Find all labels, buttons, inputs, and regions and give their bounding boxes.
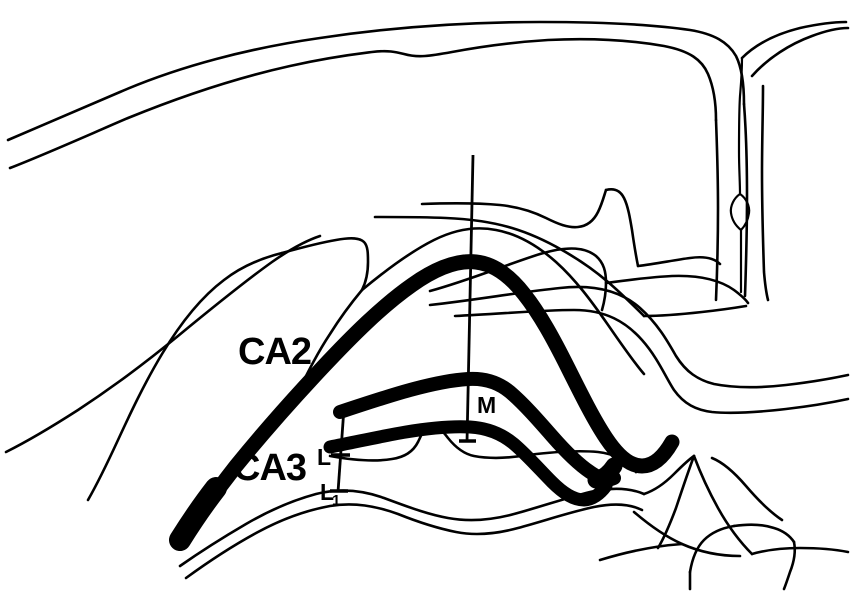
hilus-contours bbox=[328, 422, 656, 474]
alveus-band-top-right2 bbox=[636, 255, 722, 268]
ventral-contours bbox=[178, 454, 850, 591]
midline-lens-right bbox=[738, 192, 751, 232]
lower-sweep bbox=[598, 542, 684, 562]
branch-far-right bbox=[750, 546, 850, 556]
bottom-structure-left bbox=[688, 524, 736, 574]
l-bracket-vertical bbox=[336, 407, 346, 493]
ca-pyramidal-band bbox=[174, 254, 680, 550]
cc-right-descend-outer bbox=[742, 102, 749, 298]
branch-right-upper bbox=[710, 456, 784, 522]
label-ca2: CA2 bbox=[238, 331, 311, 373]
midline-complex bbox=[729, 20, 850, 302]
hippocampal-superior-contours bbox=[86, 187, 748, 502]
midline-right-col-inner bbox=[760, 84, 770, 302]
hilus-outline-right bbox=[426, 422, 530, 460]
dg-hilar-tip bbox=[587, 457, 623, 489]
alveus-band-top bbox=[420, 188, 608, 229]
m-axis-line bbox=[465, 154, 475, 443]
text-labels: CA2 CA3 L L 1 M bbox=[233, 331, 496, 509]
branch-descend-right bbox=[692, 454, 754, 556]
label-l: L bbox=[317, 444, 331, 470]
alveus-contour-outer bbox=[280, 236, 370, 292]
alveus-band-second-right bbox=[642, 304, 748, 318]
midline-upper-right-b bbox=[750, 26, 850, 78]
midfield-contour-long bbox=[428, 285, 850, 389]
alveus-band-second bbox=[373, 215, 646, 318]
cortex-contours bbox=[4, 234, 322, 454]
midfield-contour-upper-right bbox=[604, 274, 750, 305]
label-ca3: CA3 bbox=[233, 447, 306, 489]
ventral-contour-a bbox=[178, 487, 646, 568]
label-l1: L bbox=[320, 479, 334, 505]
pyramidal-cell-layer bbox=[169, 254, 680, 551]
label-l1-subscript: 1 bbox=[332, 492, 340, 509]
measurement-overlay bbox=[330, 154, 476, 493]
dentate-gyrus-lower-blade bbox=[323, 420, 623, 507]
midline-lens-left bbox=[729, 192, 743, 232]
hilus-outline bbox=[328, 422, 430, 462]
stratum-contour bbox=[360, 227, 646, 376]
lateral-contour-left bbox=[86, 251, 284, 502]
midline-upper-right-a bbox=[740, 20, 848, 60]
bottom-structure-top bbox=[732, 523, 796, 544]
cc-right-descend-inner bbox=[714, 118, 720, 302]
dentate-gyrus-upper-blade bbox=[333, 371, 621, 487]
cortex-contour-left bbox=[4, 234, 322, 454]
midline-stem bbox=[737, 56, 744, 196]
ventral-contour-b bbox=[184, 503, 644, 580]
alveus-band-top-right bbox=[604, 187, 640, 268]
cc-upper-arc bbox=[6, 20, 746, 142]
dg-lower-blade bbox=[323, 420, 613, 507]
dg-fascia-right bbox=[634, 454, 656, 474]
dg-upper-blade bbox=[333, 371, 621, 487]
subiculum-contour bbox=[642, 454, 696, 496]
corpus-callosum-contours bbox=[6, 20, 749, 302]
hilus-outline-far-right bbox=[526, 449, 638, 474]
ca3-tail-thick bbox=[169, 477, 227, 551]
label-m: M bbox=[477, 392, 496, 418]
branch-descend-left bbox=[656, 454, 696, 550]
bottom-structure-right bbox=[782, 540, 797, 591]
midfield-contour-long2 bbox=[453, 308, 850, 415]
cc-lower-arc bbox=[8, 37, 718, 170]
